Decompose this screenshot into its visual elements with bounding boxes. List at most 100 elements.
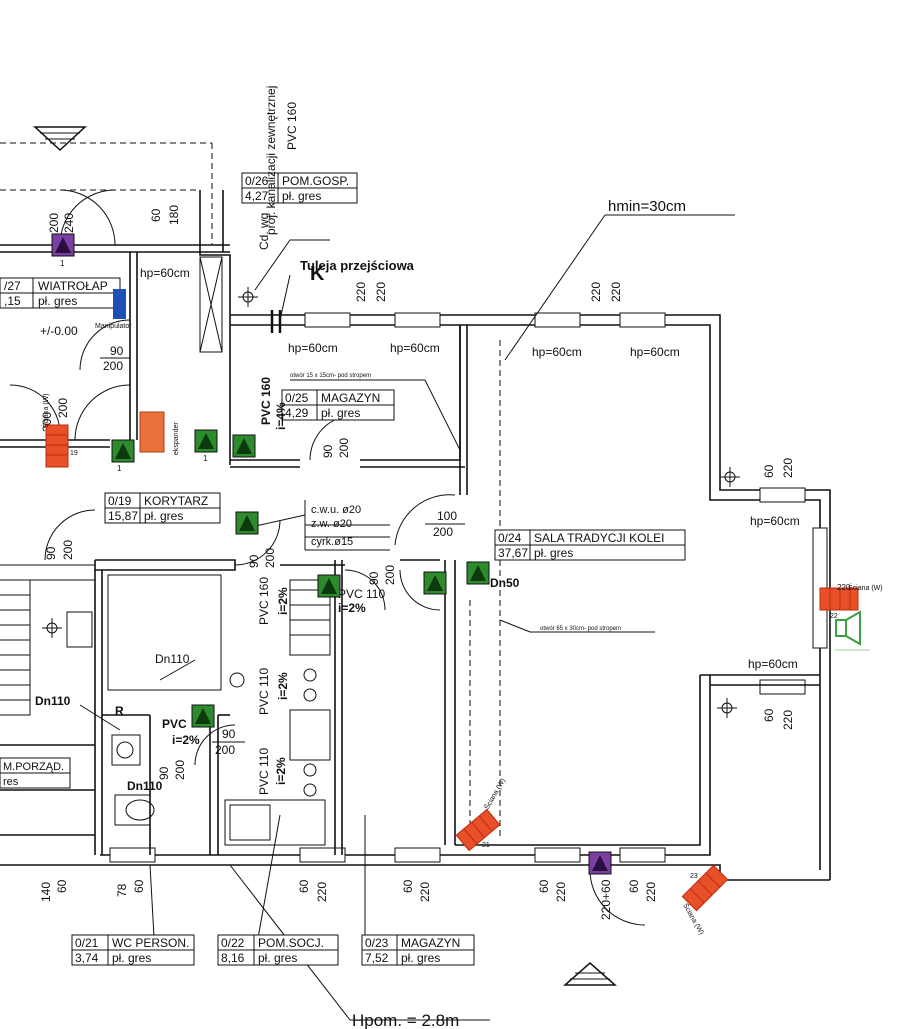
room-floor: pł. gres [144, 509, 183, 523]
room-area: 4,29 [285, 406, 309, 420]
device-green [232, 434, 256, 458]
room-label-magazyn-25: 0/25 MAGAZYN 4,29 pł. gres [281, 389, 395, 421]
svg-text:1: 1 [60, 259, 65, 268]
section-marker-bottom [563, 962, 617, 986]
hpom-label: Hpom. = 2.8m [352, 1011, 459, 1029]
dn110-label-2: Dn110 [35, 694, 71, 708]
slope-label-3: i=2% [276, 672, 290, 700]
pvc110-label-3: PVC 110 [338, 587, 385, 601]
dim: 200 [337, 438, 351, 458]
window-sill-labels: hp=60cm hp=60cm hp=60cm hp=60cm hp=60cm … [140, 266, 800, 671]
pvc160-label-2: PVC 160 [257, 577, 271, 625]
svg-text:1: 1 [117, 464, 122, 473]
room-floor: res [3, 776, 19, 788]
otwor2-label: otwór 65 x 30cm- pod stropem [540, 626, 621, 632]
room-number: 0/22 [221, 936, 245, 950]
dim: 90 [321, 444, 335, 458]
hp-label: hp=60cm [748, 657, 798, 671]
hp-label: hp=60cm [532, 345, 582, 359]
dim: 90 [247, 554, 261, 568]
device-green [423, 571, 447, 595]
device-green [317, 574, 341, 598]
room-floor: pł. gres [112, 951, 151, 965]
speaker-icon [835, 610, 870, 651]
dim: 78 [115, 883, 129, 897]
dim: 220 [644, 882, 658, 902]
room-name: SALA TRADYCJI KOLEI [534, 531, 665, 545]
dim: 90 [110, 344, 124, 358]
dim: 90 [367, 571, 381, 585]
dim: 200 [47, 213, 61, 233]
manipulator-label: Manipulator [95, 323, 132, 330]
kanal-prefix: Cd. wg [257, 213, 271, 250]
room-name: KORYTARZ [144, 494, 208, 508]
dim: 200 [103, 359, 123, 373]
room-area: 4,27 [245, 189, 269, 203]
dim: 220 [374, 282, 388, 302]
svg-text:220: 220 [837, 583, 851, 592]
room-name: M.PORZĄD. [3, 761, 64, 773]
room-number: 0/23 [365, 936, 389, 950]
room-name: MAGAZYN [321, 391, 380, 405]
level-label: +/-0.00 [40, 324, 78, 338]
room-number: 0/24 [498, 531, 522, 545]
room-area: 7,52 [365, 951, 389, 965]
r-mark: R [115, 704, 124, 718]
dim: 90 [44, 546, 58, 560]
device-green [466, 561, 490, 585]
room-floor: pł. gres [282, 189, 321, 203]
dim: 220 [781, 710, 795, 730]
otwor1-label: otwór 15 x 15cm- pod stropem [290, 373, 371, 379]
hp-label: hp=60cm [630, 345, 680, 359]
dim: 220 [315, 882, 329, 902]
room-name: POM.SOCJ. [258, 936, 324, 950]
pvc110-label-2: PVC 110 [257, 748, 271, 795]
door-swings [9, 189, 646, 926]
slope-label-5: i=2% [338, 601, 366, 615]
room-floor: pł. gres [401, 951, 440, 965]
dim: 220+60 [599, 879, 613, 920]
dim: 60 [627, 879, 641, 893]
wc-fixtures [111, 672, 245, 826]
room-label-wc: 0/21 WC PERSON. 3,74 pł. gres [71, 934, 195, 966]
dim: 200 [263, 548, 277, 568]
dim: 200 [173, 760, 187, 780]
radiator: 19 Ściana (W) [41, 393, 78, 468]
room-area: 3,74 [75, 951, 99, 965]
dim: 200 [383, 565, 397, 585]
dimensions: 200 240 60 180 220 220 220 220 60 220 60… [39, 205, 795, 920]
room-label-pom-gosp: 0/26 POM.GOSP. 4,27 pł. gres [241, 172, 358, 204]
room-number: 0/21 [75, 936, 99, 950]
slope-label-2: i=2% [276, 587, 290, 615]
room-label-korytarz: 0/19 KORYTARZ 15,87 pł. gres [104, 492, 221, 524]
room-name: WIATROŁAP [38, 279, 108, 293]
radiator-number: 21 [482, 842, 490, 849]
dim: 220 [418, 882, 432, 902]
dim: 220 [781, 458, 795, 478]
radiator [455, 808, 501, 852]
dim: 200 [215, 743, 235, 757]
svg-text:1: 1 [203, 454, 208, 463]
tuleja-label: Tuleja przejściowa [300, 258, 415, 273]
room-area: 8,16 [221, 951, 245, 965]
walls [0, 142, 831, 881]
cwu-label: c.w.u. ø20 [311, 504, 361, 516]
slope-label-6: i=2% [172, 733, 200, 747]
pvc-label-short: PVC [162, 717, 187, 731]
room-number: 0/19 [108, 494, 132, 508]
room-floor: pł. gres [321, 406, 360, 420]
dim: 240 [62, 213, 76, 233]
room-label-porzad: M.PORZĄD. res [0, 757, 71, 789]
dim: 90 [157, 766, 171, 780]
room-area: 15,87 [108, 509, 138, 523]
pipe-sleeve [270, 310, 282, 333]
room-number: /27 [4, 279, 21, 293]
dim: 60 [55, 879, 69, 893]
svg-text:Ściana (W): Ściana (W) [848, 583, 883, 592]
dim: 60 [149, 208, 163, 222]
room-label-socj: 0/22 POM.SOCJ. 8,16 pł. gres [217, 934, 339, 966]
zw-label: z.w. ø20 [311, 518, 352, 530]
device-purple: 1 [51, 233, 75, 268]
radiator-number: 23 [690, 873, 698, 880]
